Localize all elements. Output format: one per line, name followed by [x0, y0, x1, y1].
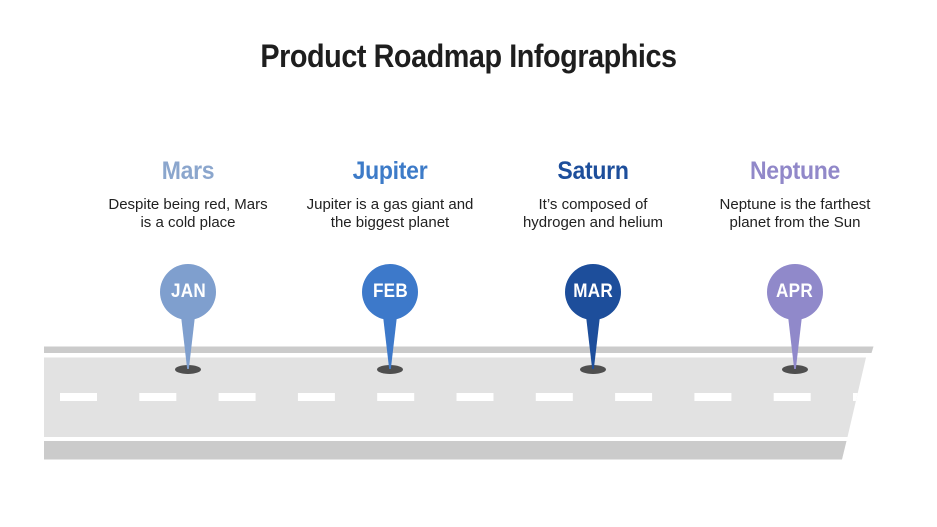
planet-name: Jupiter	[352, 157, 428, 185]
map-pin-tail-icon	[181, 316, 195, 369]
planet-description: Neptune is the farthest planet from the …	[719, 196, 871, 231]
milestone-column-neptune: Neptune Neptune is the farthest planet f…	[685, 0, 905, 527]
map-pin-tail-icon	[383, 316, 397, 369]
month-label: JAN	[170, 281, 206, 302]
map-pin-icon: MAR	[565, 264, 621, 320]
planet-name: Saturn	[557, 157, 629, 185]
map-pin-icon: JAN	[160, 264, 216, 320]
map-pin-tail-icon	[586, 316, 600, 369]
page-title: Product Roadmap Infographics	[260, 38, 677, 74]
map-pin-tail-icon	[788, 316, 802, 369]
month-label: FEB	[372, 281, 408, 302]
map-pin-icon: FEB	[362, 264, 418, 320]
milestone-column-mars: Mars Despite being red, Mars is a cold p…	[78, 0, 298, 527]
planet-name: Neptune	[749, 157, 841, 185]
milestone-column-saturn: Saturn It’s composed of hydrogen and hel…	[483, 0, 703, 527]
planet-description: Despite being red, Mars is a cold place	[108, 196, 268, 231]
month-label: APR	[776, 281, 814, 302]
planet-description: Jupiter is a gas giant and the biggest p…	[306, 196, 474, 231]
milestone-column-jupiter: Jupiter Jupiter is a gas giant and the b…	[280, 0, 500, 527]
planet-name: Mars	[161, 157, 215, 185]
month-label: MAR	[573, 281, 613, 302]
map-pin-icon: APR	[767, 264, 823, 320]
planet-description: It’s composed of hydrogen and helium	[522, 196, 664, 231]
